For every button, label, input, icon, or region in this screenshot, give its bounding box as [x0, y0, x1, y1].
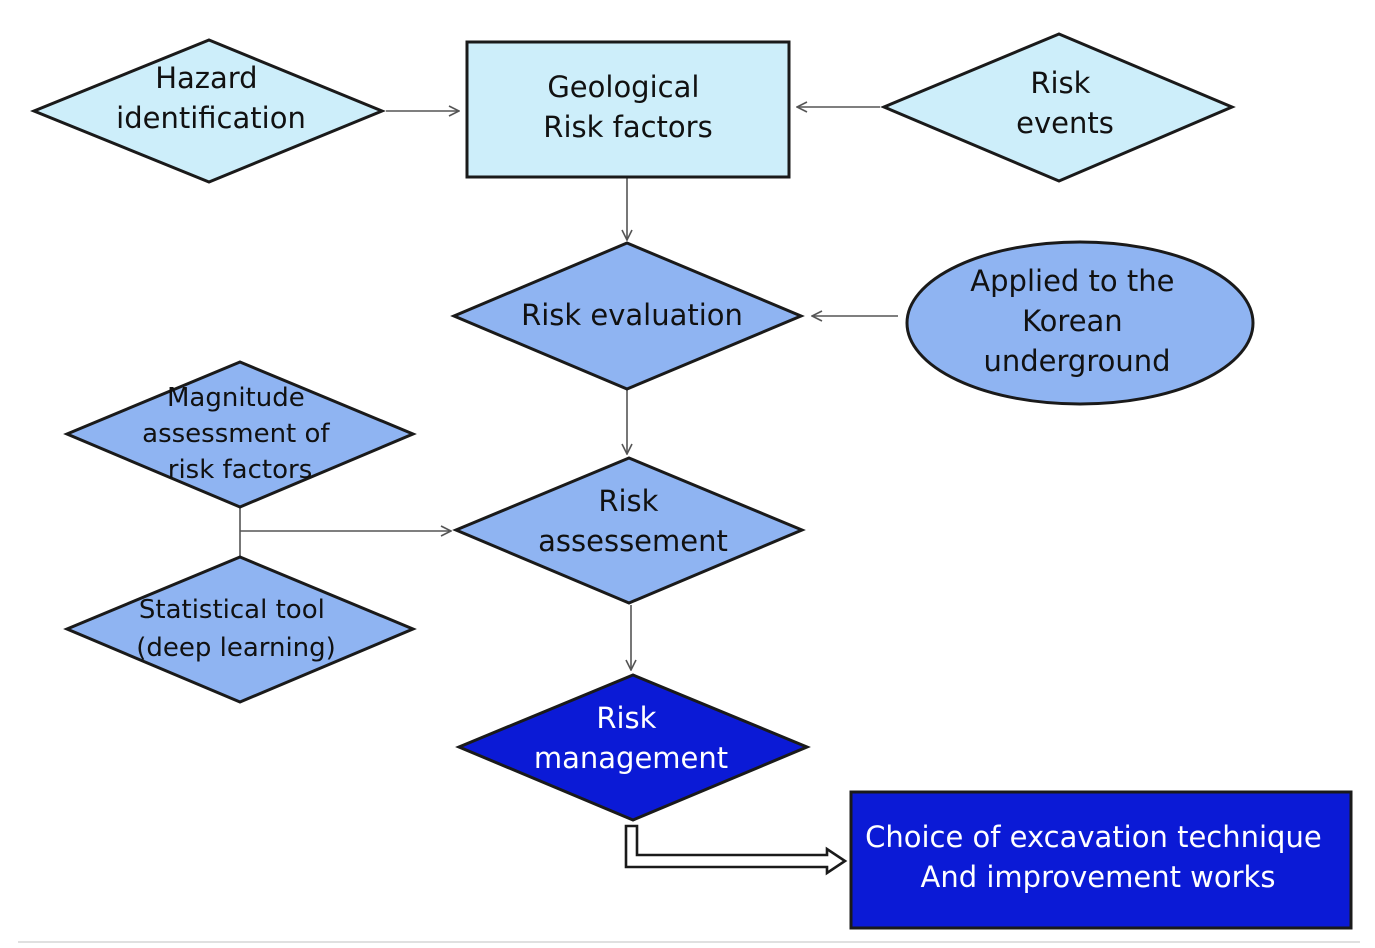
edge-management-to-choice-block-arrow [624, 824, 848, 876]
node-choice-of-excavation: Choice of excavation technique And impro… [849, 790, 1353, 930]
node-risk-assessement: Risk assessement [452, 456, 806, 605]
node-applied-korean-underground: Applied to the Korean underground [905, 240, 1255, 406]
hazard-identification-label: Hazard identification [116, 61, 306, 135]
node-geological-risk-factors: Geological Risk factors [465, 40, 791, 179]
choice-of-excavation-shape [849, 790, 1353, 930]
risk-events-label: Risk events [1016, 66, 1114, 140]
risk-assessement-shape [452, 456, 806, 605]
choice-of-excavation-label: Choice of excavation technique And impro… [865, 820, 1331, 894]
geological-risk-factors-shape [465, 40, 791, 179]
node-risk-management: Risk management [455, 673, 811, 822]
risk-events-shape [880, 32, 1236, 183]
risk-management-label: Risk management [534, 701, 728, 775]
statistical-tool-shape [63, 555, 417, 704]
node-statistical-tool: Statistical tool (deep learning) [63, 555, 417, 704]
risk-evaluation-label: Risk evaluation [521, 298, 743, 332]
risk-management-shape [455, 673, 811, 822]
geological-risk-factors-label: Geological Risk factors [543, 70, 712, 144]
magnitude-assessment-label: Magnitude assessment of risk factors [142, 383, 338, 485]
node-risk-events: Risk events [880, 32, 1236, 183]
statistical-tool-label: Statistical tool (deep learning) [136, 595, 336, 663]
applied-korean-underground-shape [905, 240, 1255, 406]
applied-korean-underground-label: Applied to the Korean underground [970, 264, 1183, 378]
node-magnitude-assessment: Magnitude assessment of risk factors [63, 360, 417, 509]
risk-assessement-label: Risk assessement [538, 484, 728, 558]
node-risk-evaluation: Risk evaluation [450, 241, 805, 391]
node-hazard-identification: Hazard identification [30, 38, 386, 184]
hazard-identification-shape [30, 38, 386, 184]
magnitude-assessment-shape [63, 360, 417, 509]
risk-evaluation-shape [450, 241, 805, 391]
